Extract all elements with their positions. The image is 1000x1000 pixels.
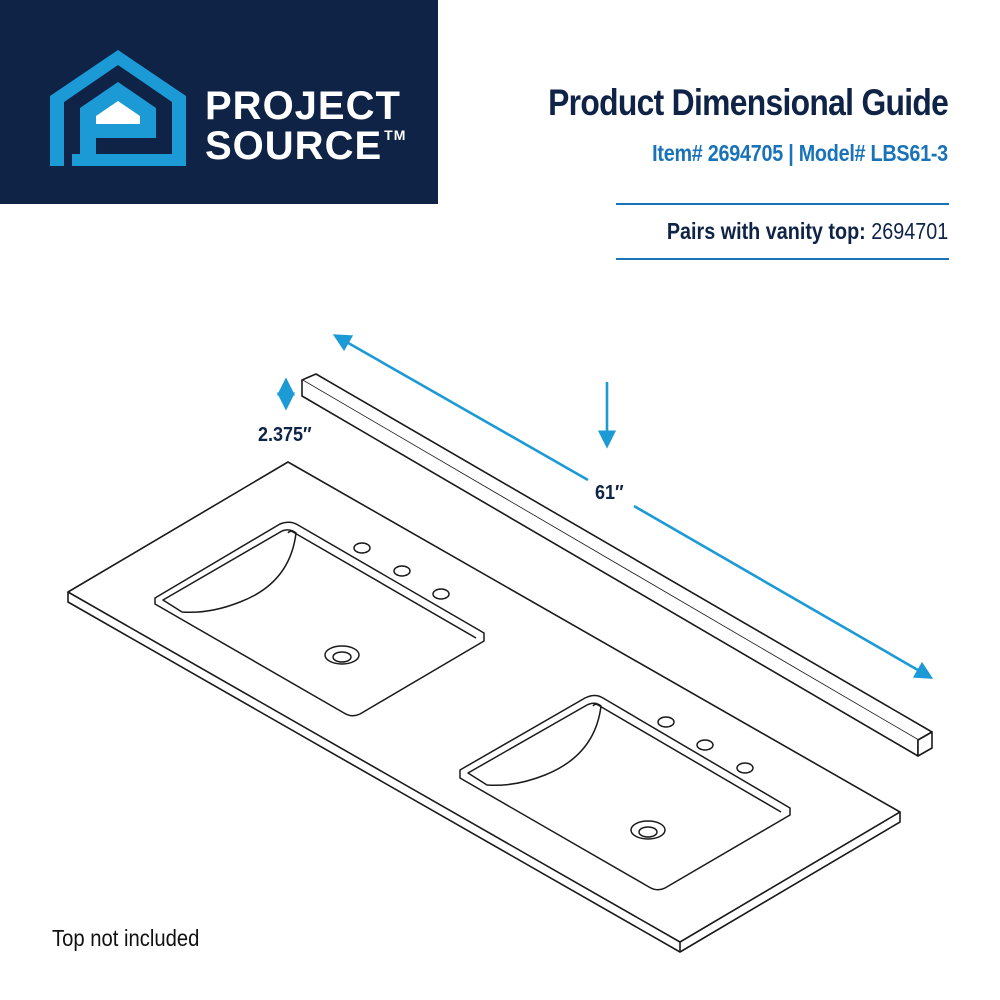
page-title: Product Dimensional Guide — [547, 82, 949, 123]
dimension-arrows — [276, 334, 934, 679]
trademark-mark: TM — [384, 127, 407, 143]
divider-bottom — [616, 258, 949, 260]
brand-line-1: PROJECT — [205, 84, 401, 128]
house-logo-icon — [50, 50, 186, 166]
height-dimension-label: 2.375″ — [258, 424, 312, 446]
item-model-line: Item# 2694705 | Model# LBS61-3 — [652, 140, 948, 166]
sink-left — [154, 521, 485, 717]
divider-top — [616, 203, 949, 205]
countertop — [67, 461, 901, 953]
brand-line-2: SOURCE — [205, 124, 383, 168]
faucet-holes-right — [657, 716, 754, 774]
faucet-holes-left — [353, 542, 450, 600]
width-dimension-label: 61″ — [595, 482, 624, 504]
pairs-with-line: Pairs with vanity top: 2694701 — [667, 218, 948, 245]
pairs-value: 2694701 — [870, 218, 948, 244]
sink-right — [459, 694, 791, 891]
footnote: Top not included — [52, 925, 200, 951]
backsplash — [301, 373, 933, 757]
pairs-label: Pairs with vanity top: — [666, 218, 866, 244]
